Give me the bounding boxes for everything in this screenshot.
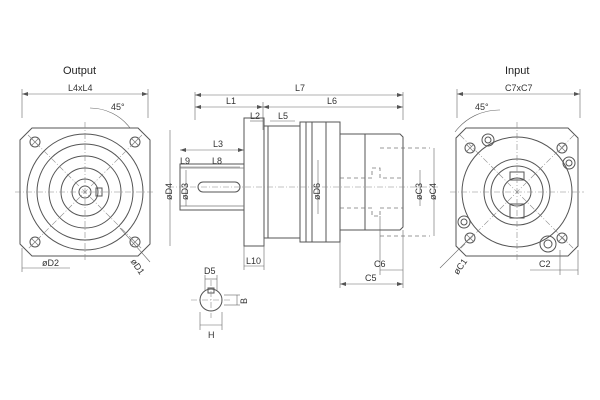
key-detail: D5 B H xyxy=(191,266,249,340)
dim-C5: C5 xyxy=(365,273,377,283)
input-width-label: C7xC7 xyxy=(505,83,533,93)
input-flange xyxy=(455,127,579,257)
output-d2-label: øD2 xyxy=(42,258,59,268)
dim-C3: øC3 xyxy=(414,183,424,200)
input-bolt-holes xyxy=(457,133,576,253)
output-flange-side xyxy=(243,117,265,247)
output-d1-label: øD1 xyxy=(129,257,147,277)
output-title: Output xyxy=(63,65,96,77)
output-angle-label: 45° xyxy=(111,102,125,112)
dim-L2: L2 xyxy=(250,111,260,121)
key-H-label: H xyxy=(208,330,215,340)
dim-L9: L9 xyxy=(180,156,190,166)
dim-L8: L8 xyxy=(212,156,222,166)
input-flange-side xyxy=(364,133,404,231)
dim-D3: øD3 xyxy=(180,183,190,200)
dim-D6: øD6 xyxy=(312,183,322,200)
dim-C4: øC4 xyxy=(428,183,438,200)
dim-L7: L7 xyxy=(295,83,305,93)
input-c1-label: øC1 xyxy=(451,257,469,277)
dim-L6: L6 xyxy=(327,96,337,106)
input-view: Input C7xC7 45° øC1 xyxy=(439,65,584,277)
input-title: Input xyxy=(505,65,529,77)
dim-L1: L1 xyxy=(226,96,236,106)
dim-L3: L3 xyxy=(213,139,223,149)
dim-L10: L10 xyxy=(246,256,261,266)
dim-C6: C6 xyxy=(374,259,386,269)
output-view: Output L4xL4 45° xyxy=(15,65,155,276)
key-D5-label: D5 xyxy=(204,266,216,276)
input-angle-label: 45° xyxy=(475,102,489,112)
dim-L5: L5 xyxy=(278,111,288,121)
output-width-label: L4xL4 xyxy=(68,83,93,93)
input-c2-label: C2 xyxy=(539,259,551,269)
key-B-label: B xyxy=(239,298,249,304)
dim-D4: øD4 xyxy=(164,183,174,200)
output-flange xyxy=(19,127,151,257)
side-view: L7 L1 L6 L2 L5 L3 xyxy=(164,83,440,288)
